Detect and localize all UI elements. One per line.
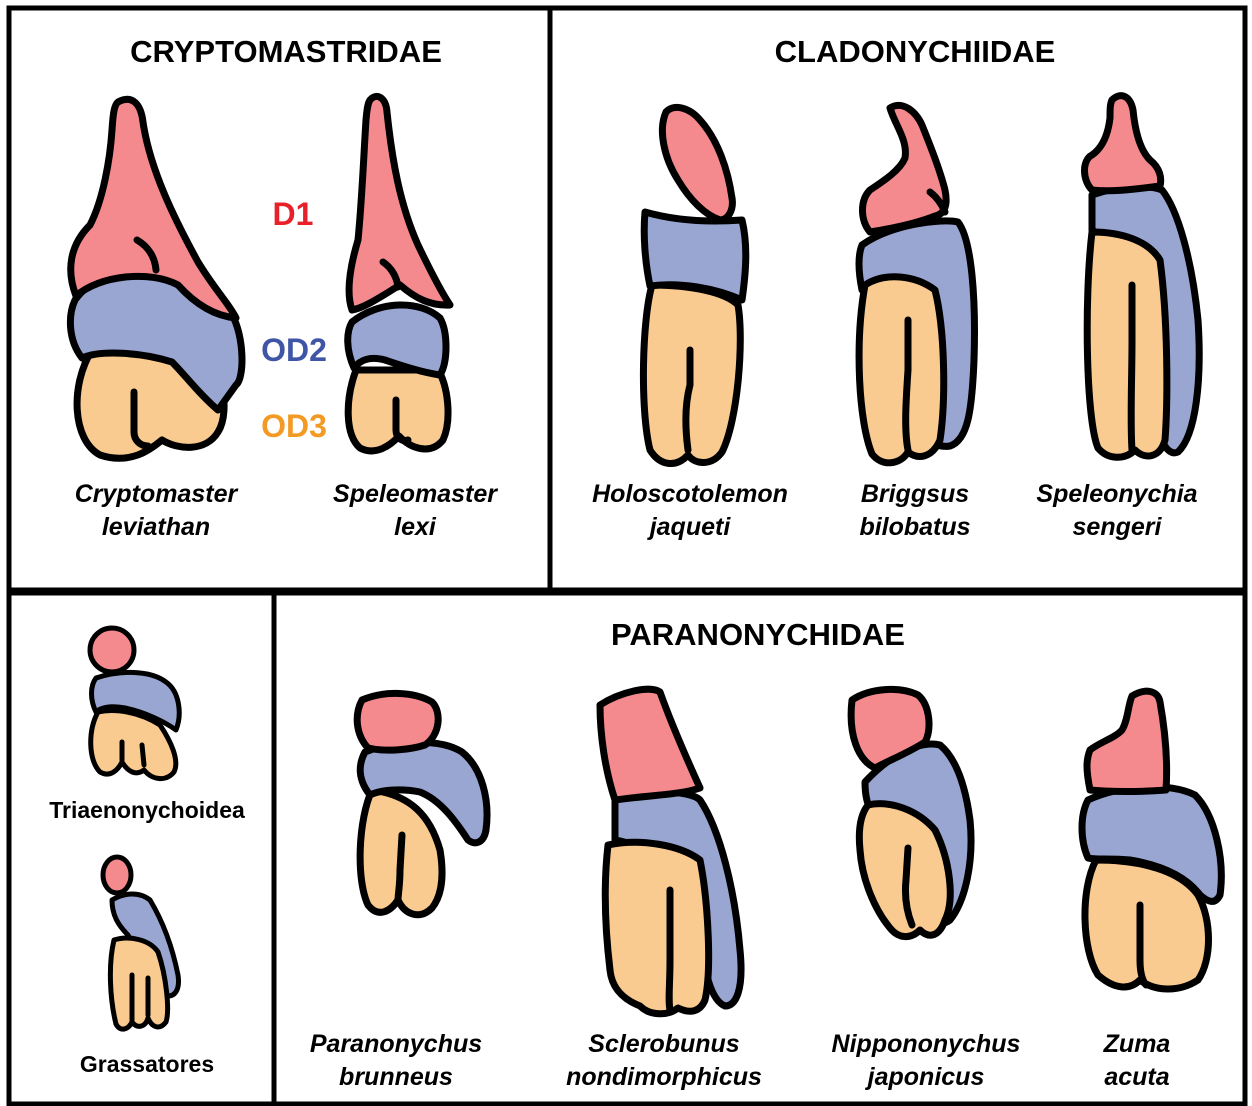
od3-segment	[605, 842, 708, 1013]
d1-segment	[1085, 96, 1161, 191]
illustration-grassatores	[103, 857, 179, 1029]
illustration-speleonychia-sengeri	[1085, 96, 1200, 458]
segment-label-od2: OD2	[261, 332, 327, 368]
illustration-holoscotolemon-jaqueti	[643, 107, 745, 463]
d1-segment	[90, 628, 134, 672]
od3-cleft	[398, 835, 402, 900]
species-name-genus: Sclerobunus	[588, 1030, 740, 1058]
d1-segment	[103, 857, 131, 893]
segment-label-d1: D1	[273, 196, 314, 232]
species-name-genus: Briggsus	[861, 480, 969, 508]
species-name-genus: Nippononychus	[832, 1030, 1021, 1058]
d1-segment	[349, 96, 450, 310]
segment-label-od3: OD3	[261, 408, 327, 444]
illustration-speleomaster-lexi	[348, 96, 450, 450]
d1-segment	[863, 105, 947, 232]
species-name-genus: Zuma	[1103, 1030, 1171, 1058]
illustration-nippononychus-japonicus	[851, 689, 971, 936]
od3-cleft	[669, 890, 670, 1010]
outgroup-label: Grassatores	[80, 1051, 214, 1077]
species-name-genus: Cryptomaster	[75, 480, 239, 508]
illustration-paranonychus-brunneus	[357, 693, 487, 914]
species-name-epithet: leviathan	[102, 513, 210, 541]
d1-segment	[662, 107, 732, 220]
species-name-epithet: nondimorphicus	[566, 1063, 762, 1091]
species-name-epithet: brunneus	[339, 1063, 453, 1091]
species-name-genus: Paranonychus	[310, 1030, 482, 1058]
species-name-epithet: sengeri	[1073, 513, 1163, 541]
species-name-genus: Speleomaster	[333, 480, 498, 508]
species-name-epithet: lexi	[394, 513, 437, 541]
od3-cleft	[142, 745, 144, 765]
species-name-genus: Holoscotolemon	[592, 480, 788, 508]
outgroup-label: Triaenonychoidea	[49, 797, 245, 823]
d1-segment	[1087, 691, 1167, 791]
panel-title-cryptomastridae: CRYPTOMASTRIDAE	[130, 34, 442, 69]
species-name-epithet: acuta	[1104, 1063, 1169, 1091]
od3-cleft	[1131, 285, 1132, 450]
illustration-triaenonychoidea	[90, 628, 179, 779]
panel-title-cladonychiidae: CLADONYCHIIDAE	[775, 34, 1056, 69]
od3-segment	[859, 277, 944, 463]
illustration-zuma-acuta	[1082, 691, 1221, 989]
od2-segment	[348, 305, 446, 375]
illustration-briggsus-bilobatus	[859, 105, 974, 462]
species-name-epithet: japonicus	[865, 1063, 985, 1091]
d1-segment	[600, 689, 700, 800]
illustration-sclerobunus-nondimorphicus	[600, 689, 741, 1014]
species-name-genus: Speleonychia	[1036, 480, 1197, 508]
species-name-epithet: bilobatus	[859, 513, 970, 541]
species-name-epithet: jaqueti	[647, 513, 732, 541]
od3-segment	[110, 938, 167, 1029]
panel-title-paranonychidae: PARANONYCHIDAE	[611, 617, 905, 652]
illustration-cryptomaster-leviathan	[70, 99, 242, 458]
d1-segment	[357, 693, 438, 750]
od3-cleft	[906, 320, 908, 450]
od2-segment	[644, 212, 746, 300]
od3-segment	[1087, 232, 1167, 457]
